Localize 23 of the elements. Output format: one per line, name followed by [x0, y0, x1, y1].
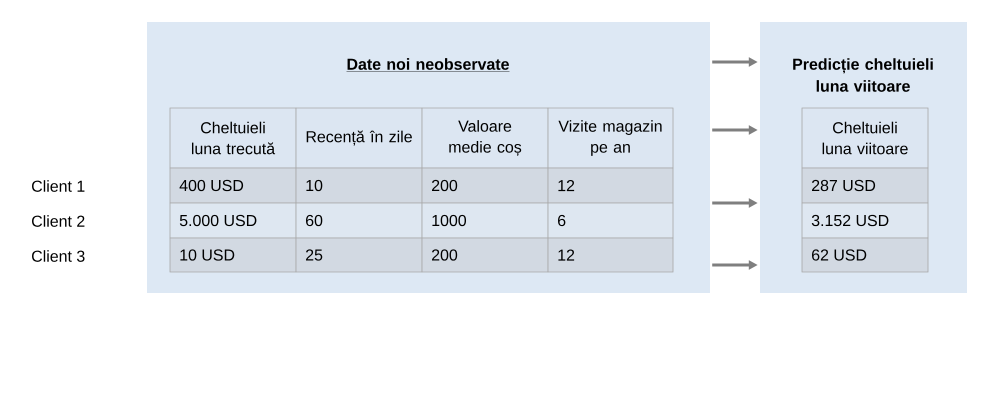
table-cell: 62 USD [802, 238, 928, 272]
table-cell: 6 [548, 202, 674, 238]
row-label: Client 1 [32, 180, 84, 192]
table-cell: 25 [296, 238, 422, 272]
table-cell: 5.000 USD [170, 202, 296, 238]
row-label: Client 2 [32, 215, 84, 227]
table-cell: 60 [296, 202, 422, 238]
table-cell: 200 [422, 168, 548, 204]
table-cell: 1000 [422, 202, 548, 238]
table-cell: 287 USD [802, 168, 928, 204]
table-cell: Cheltuieli luna trecută [170, 108, 296, 168]
table-cell: 12 [548, 168, 674, 204]
table-cell: 3.152 USD [802, 202, 928, 238]
table-cell: Recență în zile [296, 108, 422, 168]
table-cell: 10 [296, 168, 422, 204]
table-cell: 12 [548, 238, 674, 272]
table-cell: Cheltuieli luna viitoare [802, 108, 928, 168]
row-label: Client 3 [32, 250, 85, 262]
table-cell: 10 USD [170, 238, 296, 272]
table-cell: 400 USD [170, 168, 296, 204]
table-cell: Vizite magazin pe an [548, 108, 674, 168]
table-cell: 200 [422, 238, 548, 272]
table-cell: Valoare medie coș [422, 108, 548, 168]
